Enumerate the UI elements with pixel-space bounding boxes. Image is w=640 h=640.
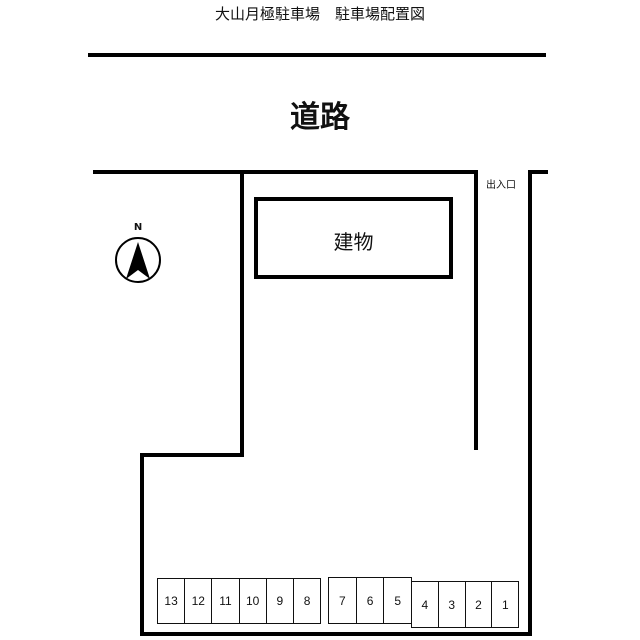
entrance-label: 出入口 xyxy=(486,180,516,191)
north-arrow-icon xyxy=(115,237,161,283)
parking-space-4: 4 xyxy=(411,581,439,628)
parking-space-5: 5 xyxy=(383,577,413,624)
parking-space-11: 11 xyxy=(211,578,240,624)
page-title: 大山月極駐車場 駐車場配置図 xyxy=(214,5,425,23)
parking-space-10: 10 xyxy=(238,578,267,624)
lot-boundary-left xyxy=(93,170,548,636)
parking-space-3: 3 xyxy=(437,581,466,628)
parking-space-13: 13 xyxy=(157,578,186,624)
north-label: N xyxy=(133,222,143,233)
parking-space-6: 6 xyxy=(355,577,385,624)
building-label: 建物 xyxy=(333,230,374,254)
parking-space-2: 2 xyxy=(464,581,493,628)
road-label: 道路 xyxy=(290,100,350,135)
parking-space-1: 1 xyxy=(491,581,520,628)
inner-wall xyxy=(242,170,478,450)
parking-space-9: 9 xyxy=(265,578,294,624)
parking-space-8: 8 xyxy=(293,578,322,624)
building xyxy=(254,197,453,279)
parking-space-12: 12 xyxy=(184,578,213,624)
parking-space-7: 7 xyxy=(328,577,357,624)
